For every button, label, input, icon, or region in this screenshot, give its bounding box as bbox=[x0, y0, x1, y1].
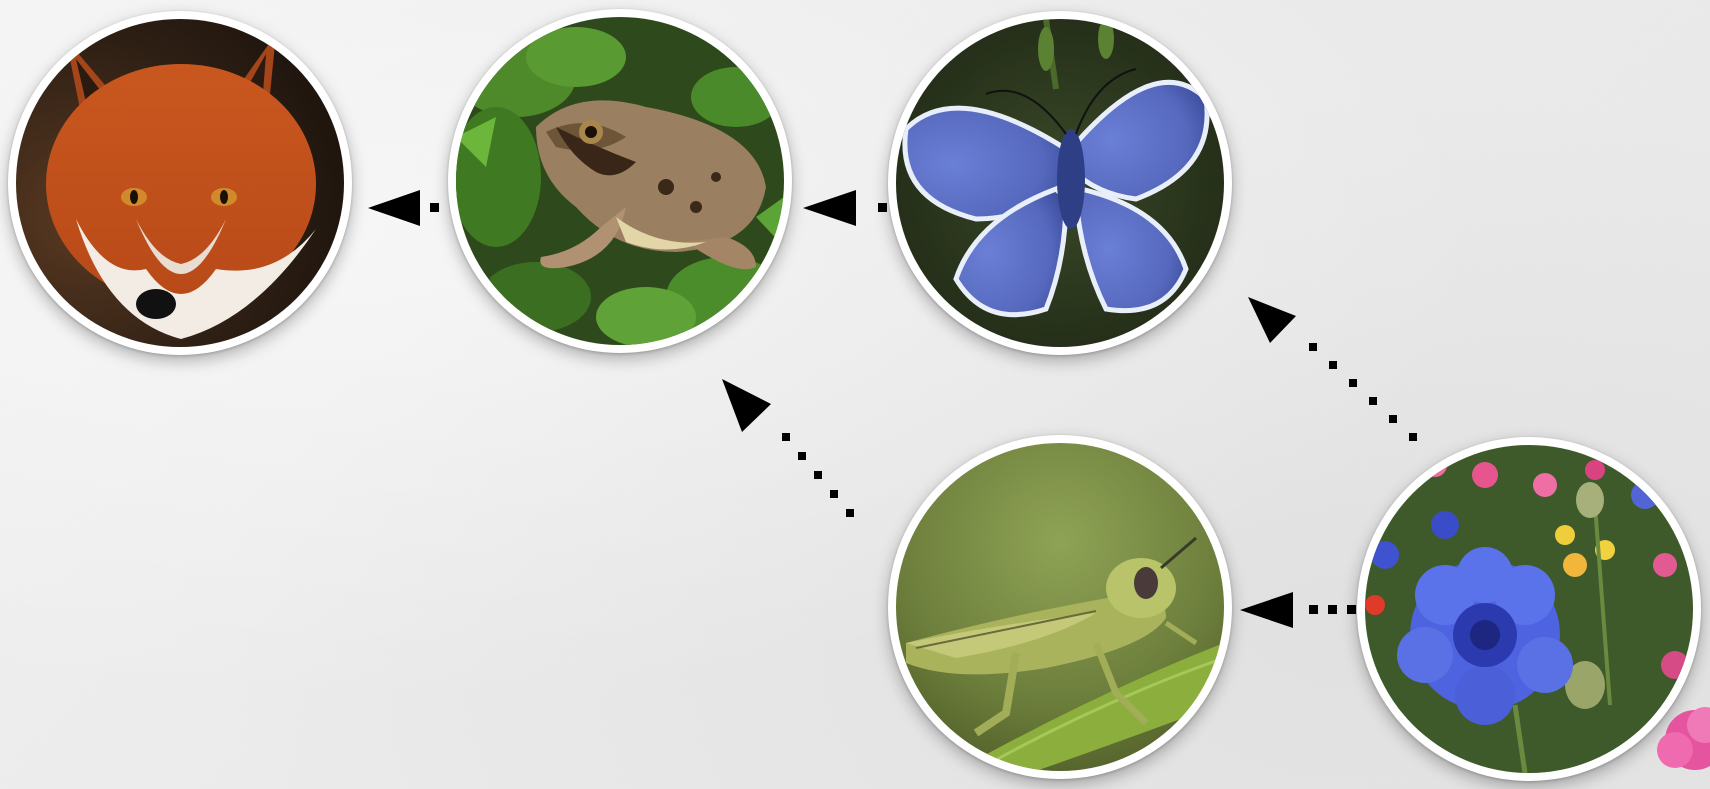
frog-photo bbox=[456, 17, 784, 345]
edge-flowers-to-butterfly bbox=[1248, 297, 1417, 441]
edge-frog-to-fox bbox=[368, 190, 439, 226]
pink-flower-decoration bbox=[1655, 700, 1710, 789]
wildflowers-photo bbox=[1365, 445, 1693, 773]
wildflowers-node bbox=[1357, 437, 1701, 781]
grasshopper-photo bbox=[896, 443, 1224, 771]
frog-node bbox=[448, 9, 792, 353]
fox-node bbox=[8, 11, 352, 355]
grasshopper-node bbox=[888, 435, 1232, 779]
butterfly-node bbox=[888, 11, 1232, 355]
fox-photo bbox=[16, 19, 344, 347]
butterfly-photo bbox=[896, 19, 1224, 347]
edge-grasshopper-to-frog bbox=[722, 379, 854, 517]
edge-flowers-to-grasshopper bbox=[1240, 592, 1356, 628]
